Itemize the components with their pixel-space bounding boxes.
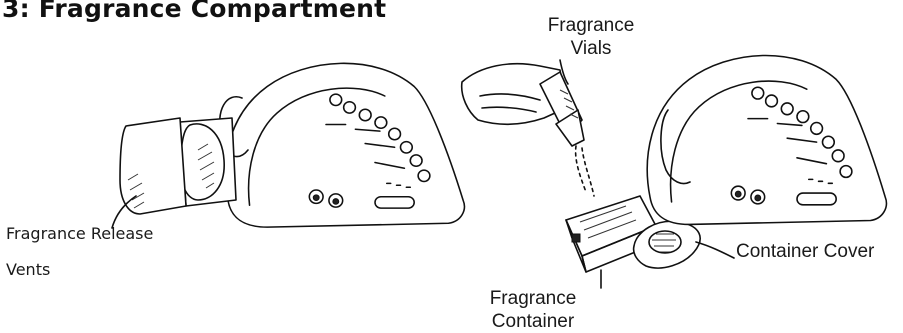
label-vials-line2: Vials: [526, 37, 656, 60]
hand-pouring-vial-icon: [462, 64, 594, 196]
fragrance-cartridge-icon: [120, 118, 236, 214]
label-container-line1: Fragrance: [468, 287, 598, 310]
label-release-vents: Fragrance Release Vents: [6, 216, 153, 288]
cover-leader-line: [696, 242, 734, 258]
label-fragrance-container: Fragrance Container: [468, 287, 598, 333]
label-container-cover: Container Cover: [736, 240, 874, 263]
label-release-vents-line1: Fragrance Release: [6, 216, 153, 252]
label-container-line2: Container: [468, 310, 598, 333]
label-fragrance-vials: Fragrance Vials: [526, 14, 656, 60]
label-vials-line1: Fragrance: [526, 14, 656, 37]
device-unit-left-icon: [220, 63, 465, 227]
label-release-vents-line2: Vents: [6, 252, 153, 288]
device-unit-right-icon: [647, 55, 886, 224]
